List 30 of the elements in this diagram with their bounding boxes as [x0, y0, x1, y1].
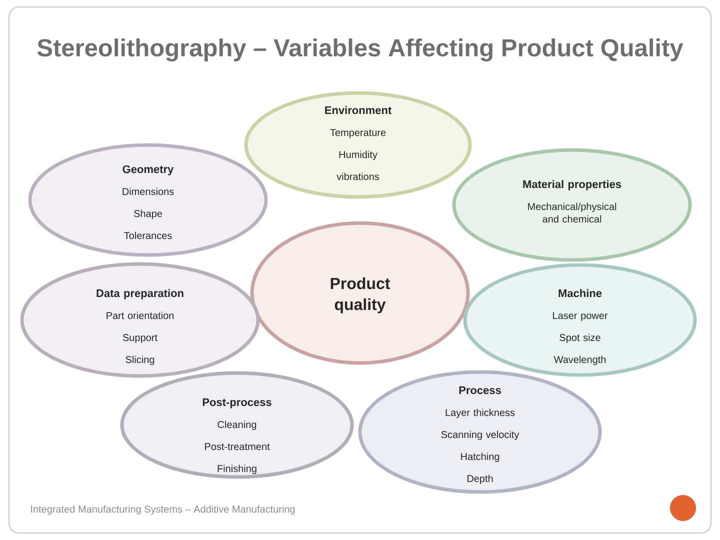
factor-text: Spot size	[560, 334, 600, 344]
factor-text: Laser power	[553, 312, 608, 322]
factor-text: Layer thickness	[446, 408, 515, 418]
factor-text: Support	[122, 334, 158, 344]
factor-text: Hatching	[461, 452, 500, 462]
category-heading: Geometry	[122, 165, 174, 176]
factor-text: Mechanical/physical and chemical	[528, 202, 616, 223]
factor-text: Part orientation	[106, 312, 174, 320]
factor-text: Finishing	[218, 464, 256, 474]
center-label: Product quality	[330, 277, 390, 314]
slide-title: Stereolithography – Variables Affecting Product Quality	[37, 38, 684, 62]
factor-text: Humidity	[339, 150, 378, 160]
category-heading: Material properties	[523, 180, 622, 190]
category-heading: Process	[459, 386, 501, 394]
factor-text: Dimensions	[122, 188, 174, 196]
factor-text: Tolerances	[124, 232, 172, 240]
factor-text: Depth	[467, 474, 493, 484]
footer-text: Integrated Manufacturing Systems – Additive Manufacturing	[31, 505, 295, 515]
category-heading: Data preparation	[96, 289, 184, 300]
factor-text: Scanning velocity	[441, 430, 520, 440]
factor-text: Slicing	[126, 356, 154, 366]
factor-text: Cleaning	[218, 420, 256, 430]
category-heading: Machine	[558, 289, 602, 298]
factor-text: vibrations	[336, 172, 380, 180]
factor-text: Post-treatment	[205, 443, 270, 450]
category-heading: Post-process	[202, 398, 272, 408]
factor-text: Temperature	[330, 129, 386, 138]
category-heading: Environment	[325, 106, 392, 114]
factor-text: Wavelength	[554, 356, 606, 366]
factor-text: Shape	[134, 210, 162, 220]
